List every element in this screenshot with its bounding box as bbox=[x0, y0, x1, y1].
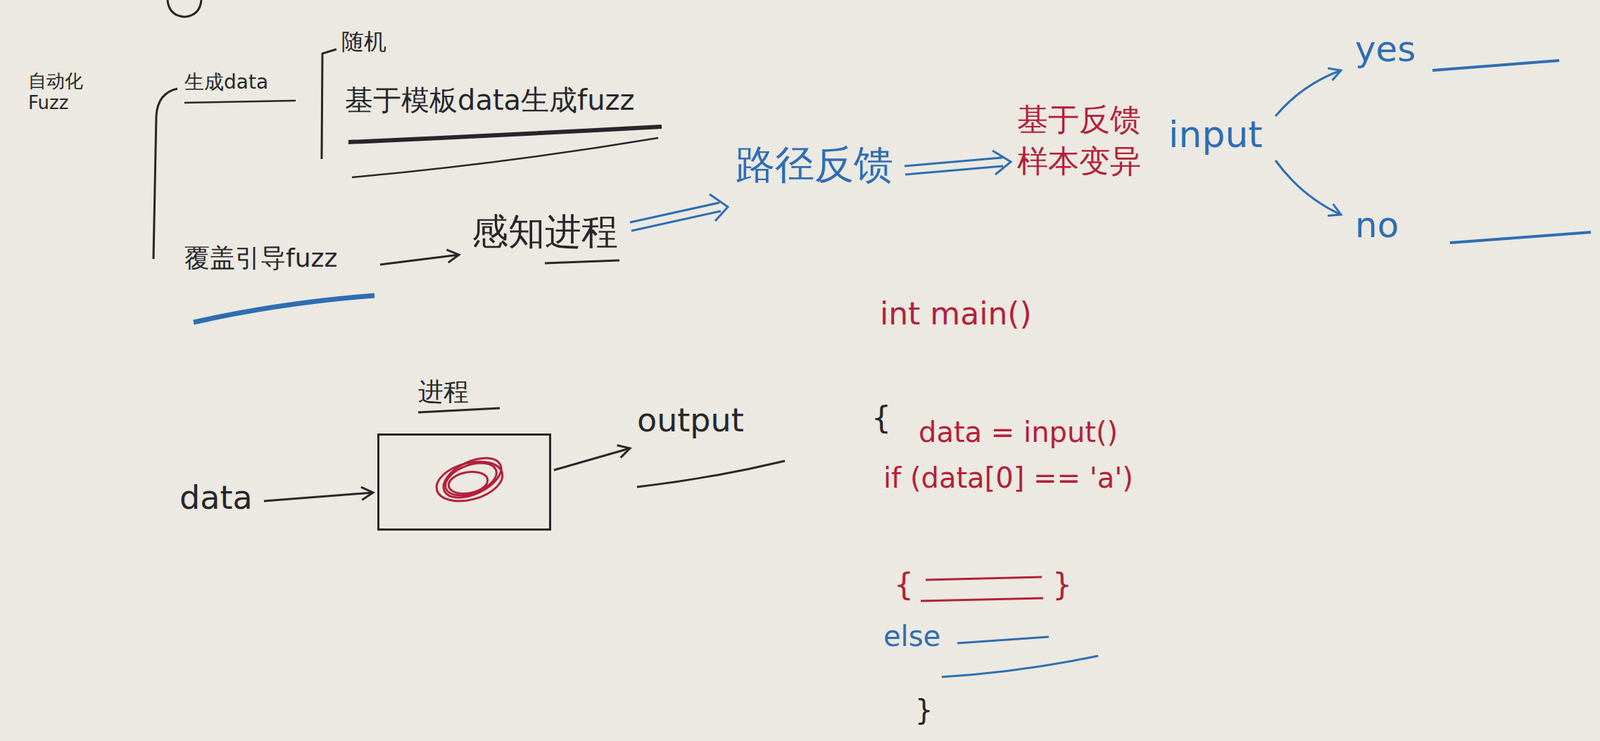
branch-label: yes bbox=[1355, 28, 1416, 71]
code-brace: { bbox=[871, 399, 892, 438]
branch-label: 基于模板data生成fuzz bbox=[344, 83, 635, 117]
step-label: 路径反馈 bbox=[735, 140, 894, 188]
branch-label: no bbox=[1355, 204, 1399, 247]
sub-bracket bbox=[321, 49, 337, 160]
code-line: int main() bbox=[879, 295, 1032, 333]
output-label: output bbox=[637, 401, 745, 440]
step-label: 感知进程 bbox=[471, 209, 619, 254]
input-arrow bbox=[263, 492, 374, 502]
underline bbox=[348, 126, 662, 143]
underline bbox=[184, 100, 296, 103]
double-arrow bbox=[904, 150, 1011, 175]
branch-arrow bbox=[1275, 160, 1341, 215]
underline bbox=[544, 260, 620, 264]
output-arrow bbox=[553, 448, 631, 471]
blank-line bbox=[1450, 232, 1591, 243]
process-box: 进程 bbox=[377, 433, 552, 531]
branch-arrow bbox=[1275, 70, 1341, 117]
scribble bbox=[432, 450, 508, 509]
flow-arrow bbox=[380, 254, 459, 265]
main-bracket bbox=[153, 88, 178, 260]
code-brace: } bbox=[1052, 566, 1073, 604]
branch-label: 覆盖引导fuzz bbox=[184, 242, 338, 274]
code-brace: { bbox=[893, 566, 914, 604]
underline bbox=[193, 295, 375, 323]
code-placeholder bbox=[941, 637, 1099, 678]
code-line: else bbox=[883, 619, 941, 654]
process-title: 进程 bbox=[418, 376, 469, 407]
blank-line bbox=[1432, 60, 1560, 71]
code-brace: } bbox=[915, 693, 933, 728]
code-line: if (data[0] == 'a') bbox=[883, 461, 1134, 495]
underline bbox=[418, 408, 500, 413]
code-placeholder bbox=[920, 577, 1044, 602]
step-label: input bbox=[1168, 112, 1263, 157]
underline bbox=[351, 137, 659, 178]
input-label: data bbox=[179, 478, 253, 518]
step-label: 基于反馈 样本变异 bbox=[1017, 98, 1149, 183]
cut-circle-mark bbox=[167, 0, 202, 17]
underline bbox=[637, 461, 785, 488]
branch-label: 生成data bbox=[184, 70, 269, 95]
double-arrow bbox=[630, 194, 728, 231]
topic-label: 自动化 Fuzz bbox=[28, 70, 93, 115]
code-line: data = input() bbox=[918, 415, 1118, 450]
branch-label: 随机 bbox=[341, 28, 387, 55]
